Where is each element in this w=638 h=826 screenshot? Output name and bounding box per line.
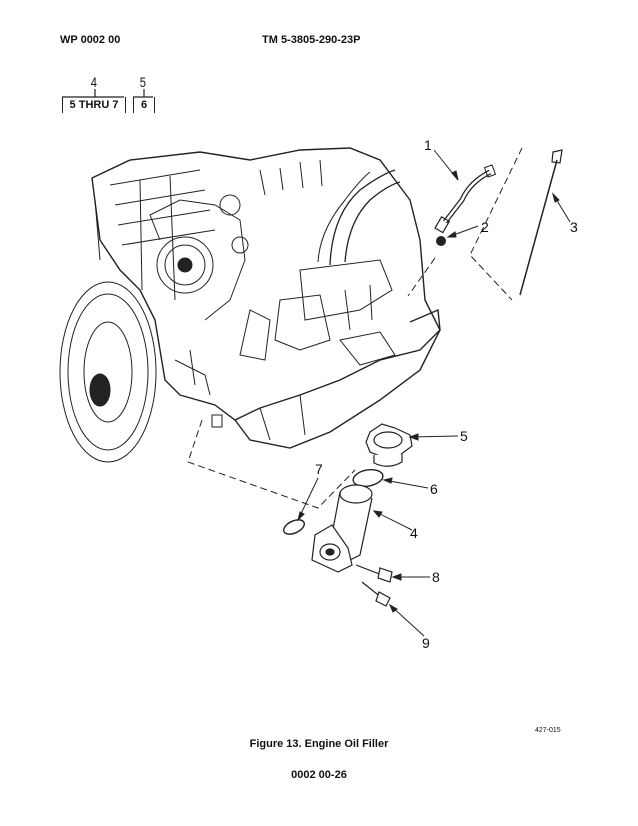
part-small-o-ring	[283, 519, 305, 535]
tree-right-box: 6	[133, 97, 155, 113]
part-filler-neck	[311, 484, 373, 573]
dashed-alignment-lines	[187, 147, 523, 509]
callout-6: 6	[430, 481, 438, 497]
callout-3: 3	[570, 219, 578, 235]
flywheel-outline	[59, 281, 157, 463]
callout-4: 4	[410, 525, 418, 541]
engine-block-illustration	[59, 147, 441, 463]
callout-8: 8	[432, 569, 440, 585]
part-bolt-lower	[361, 581, 391, 607]
page-number: 0002 00-26	[291, 769, 347, 781]
part-tube-seal	[436, 236, 446, 246]
part-dipstick	[519, 149, 563, 296]
callout-1: 1	[424, 137, 432, 153]
part-bolt-upper	[355, 564, 393, 583]
tree-connectors	[62, 89, 153, 98]
callout-leaders	[297, 149, 571, 637]
work-package-label: WP 0002 00	[60, 34, 121, 46]
part-large-o-ring	[352, 469, 384, 487]
callout-9: 9	[422, 635, 430, 651]
tree-left-box: 5 THRU 7	[62, 97, 126, 113]
callout-7: 7	[315, 461, 323, 477]
callout-5: 5	[460, 428, 468, 444]
tree-right-number: 5	[139, 74, 147, 90]
part-dipstick-tube	[434, 164, 497, 234]
figure-caption: Figure 13. Engine Oil Filler	[249, 738, 389, 750]
tree-left-number: 4	[90, 74, 98, 90]
manual-number: TM 5-3805-290-23P	[262, 34, 361, 46]
callout-2: 2	[481, 219, 489, 235]
part-filler-cap	[365, 423, 413, 467]
figure-id: 427-015	[535, 727, 561, 734]
